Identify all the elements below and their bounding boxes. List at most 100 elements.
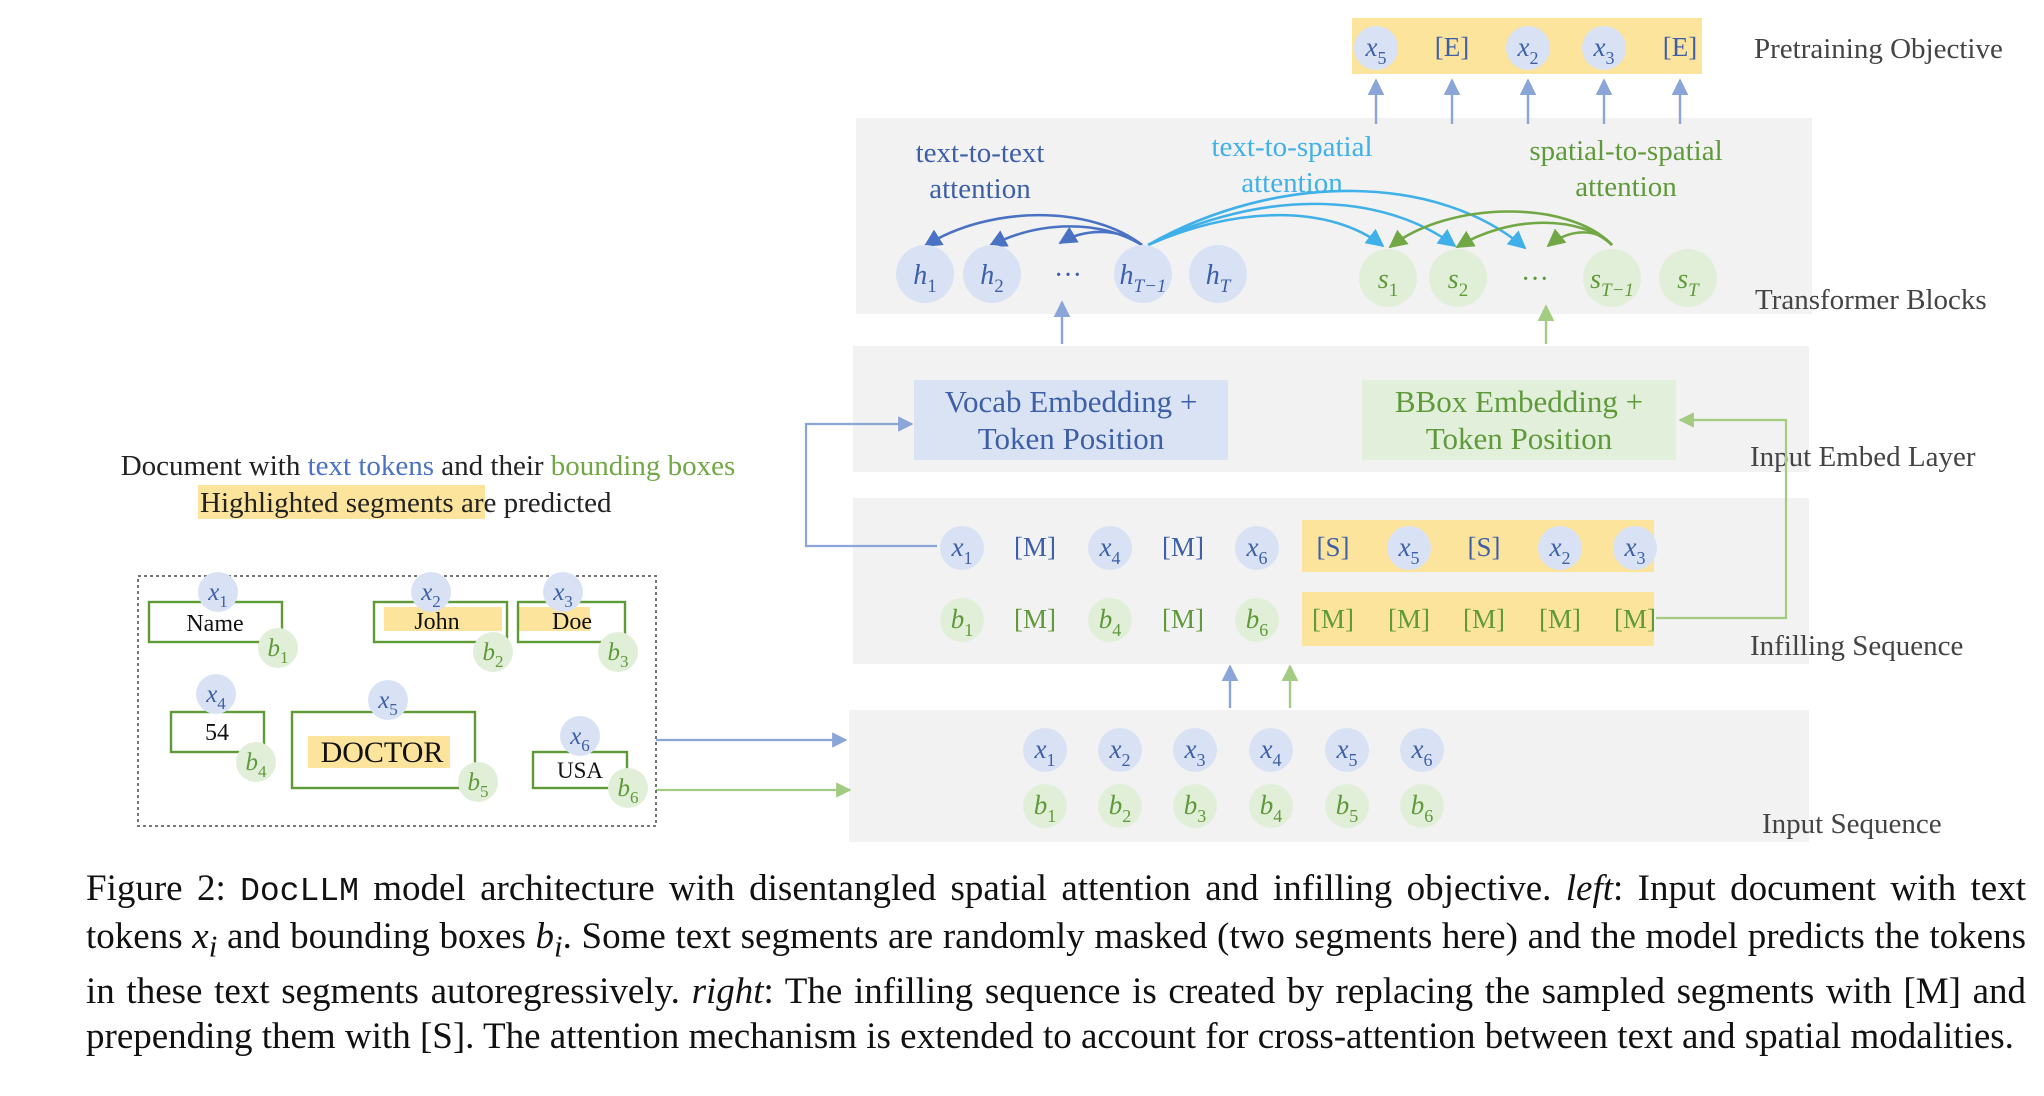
field-x-token: x1	[207, 579, 228, 611]
caption-part3: and bounding boxes	[217, 916, 536, 957]
t2s-label-line1: text-to-spatial	[1211, 131, 1372, 163]
infill-x-highlight	[1302, 520, 1654, 572]
hidden-token: hT−1	[1120, 260, 1167, 297]
field-word: John	[414, 609, 459, 635]
field-b-token: b6	[618, 775, 639, 807]
field-word: 54	[205, 720, 229, 746]
hidden-token-circle	[1189, 245, 1247, 303]
input-x-token: x4	[1260, 734, 1282, 770]
infill-b-token-circle	[940, 598, 984, 642]
objective-arrows	[1367, 78, 1689, 124]
infill-b-token: [M]	[1539, 604, 1581, 634]
t2t-label-line1: text-to-text	[916, 137, 1045, 169]
input-b-token: b1	[1034, 790, 1057, 826]
infill-b-token: [M]	[1312, 604, 1354, 634]
input-b-token-circle	[1400, 784, 1444, 828]
infill-x-token-circle	[1088, 526, 1132, 570]
infilling-sequence-label: Infilling Sequence	[1750, 630, 1963, 662]
infill-x-token: [M]	[1162, 532, 1204, 562]
input-panel	[849, 710, 1809, 842]
document-heading-line2: Highlighted segments are predicted	[200, 487, 612, 519]
objective-token-circle	[1582, 26, 1626, 70]
input-sequence-label: Input Sequence	[1762, 808, 1942, 840]
infill-x-to-vocab-connector	[804, 416, 937, 548]
input-b-token: b2	[1109, 790, 1132, 826]
input-x-token: x5	[1336, 734, 1358, 770]
document-heading-line1: Document with text tokens and their boun…	[121, 450, 736, 482]
spatial-token: sT	[1677, 264, 1700, 301]
objective-token: [E]	[1435, 32, 1469, 62]
caption-part4: . Some text segments are randomly masked…	[86, 916, 2026, 1013]
input-x-token-circle	[1173, 728, 1217, 772]
input-b-token-circle	[1023, 784, 1067, 828]
infill-x-token: x5	[1398, 532, 1420, 568]
field-word: DOCTOR	[321, 736, 444, 769]
field-x-token: x4	[205, 681, 226, 713]
field-x-token: x2	[420, 579, 441, 611]
field-x-circle	[560, 716, 600, 756]
hidden-token-circle	[1114, 245, 1172, 303]
input-b-token: b6	[1411, 790, 1434, 826]
document-heading-highlight	[198, 485, 485, 519]
field-highlight	[518, 607, 590, 631]
infill-b-to-bbox-connector	[1656, 412, 1788, 620]
field-b-token: b2	[483, 639, 504, 671]
hidden-token: hT	[1206, 260, 1232, 297]
vocab-embedding-box	[914, 380, 1228, 460]
field-b-token: b4	[246, 749, 268, 781]
input-b-token: b5	[1336, 790, 1359, 826]
objective-token: x5	[1365, 32, 1387, 68]
field-x-token: x6	[569, 723, 590, 755]
input-b-token-circle	[1173, 784, 1217, 828]
infill-x-token: x6	[1246, 532, 1268, 568]
infill-b-token: b4	[1099, 604, 1122, 640]
infill-b-token: [M]	[1014, 604, 1056, 634]
field-b-token: b5	[468, 769, 489, 801]
field-word: Name	[186, 611, 243, 637]
infill-x-token: x1	[951, 532, 973, 568]
input-x-token-circle	[1325, 728, 1369, 772]
infill-x-token: x2	[1549, 532, 1571, 568]
caption-left: left	[1565, 868, 1614, 909]
infill-b-token: [M]	[1614, 604, 1656, 634]
transformer-blocks-label: Transformer Blocks	[1755, 284, 1987, 316]
caption-bi-sub: i	[554, 929, 563, 964]
infill-b-token: b1	[951, 604, 974, 640]
caption-xi: x	[192, 916, 209, 957]
pretraining-objective-label: Pretraining Objective	[1754, 33, 2003, 65]
spatial-token-circle	[1359, 249, 1417, 307]
field-x-circle	[411, 572, 451, 612]
field-b-circle	[473, 632, 513, 672]
caption-part1: model architecture with disentangled spa…	[358, 868, 1566, 909]
infill-b-token: [M]	[1388, 604, 1430, 634]
input-embed-layer-label: Input Embed Layer	[1750, 441, 1976, 473]
infill-b-token-circle	[1235, 598, 1279, 642]
bbox-embedding-box	[1362, 380, 1676, 460]
hidden-token: h2	[980, 260, 1004, 297]
field-b-circle	[598, 632, 638, 672]
objective-token-circle	[1354, 26, 1398, 70]
input-b-token-circle	[1249, 784, 1293, 828]
objective-token: x2	[1517, 32, 1539, 68]
infill-x-token: x4	[1099, 532, 1121, 568]
infill-x-token: [M]	[1014, 532, 1056, 562]
objective-token: x3	[1593, 32, 1615, 68]
caption-model-name: DocLLM	[240, 873, 359, 910]
caption-xi-sub: i	[208, 929, 218, 964]
field-highlight	[308, 736, 450, 768]
hidden-token: h1	[913, 260, 937, 297]
field-b-circle	[236, 742, 276, 782]
spatial-token-circle	[1429, 249, 1487, 307]
spatial-token: s2	[1448, 264, 1468, 301]
input-x-token-circle	[1400, 728, 1444, 772]
field-word: USA	[557, 758, 603, 783]
field-b-circle	[608, 768, 648, 808]
input-x-token: x6	[1411, 734, 1433, 770]
field-x-token: x3	[552, 579, 573, 611]
input-x-token-circle	[1023, 728, 1067, 772]
input-x-token-circle	[1098, 728, 1142, 772]
objective-token-circle	[1506, 26, 1550, 70]
field-b-circle	[258, 628, 298, 668]
hidden-token: ···	[1054, 260, 1082, 291]
